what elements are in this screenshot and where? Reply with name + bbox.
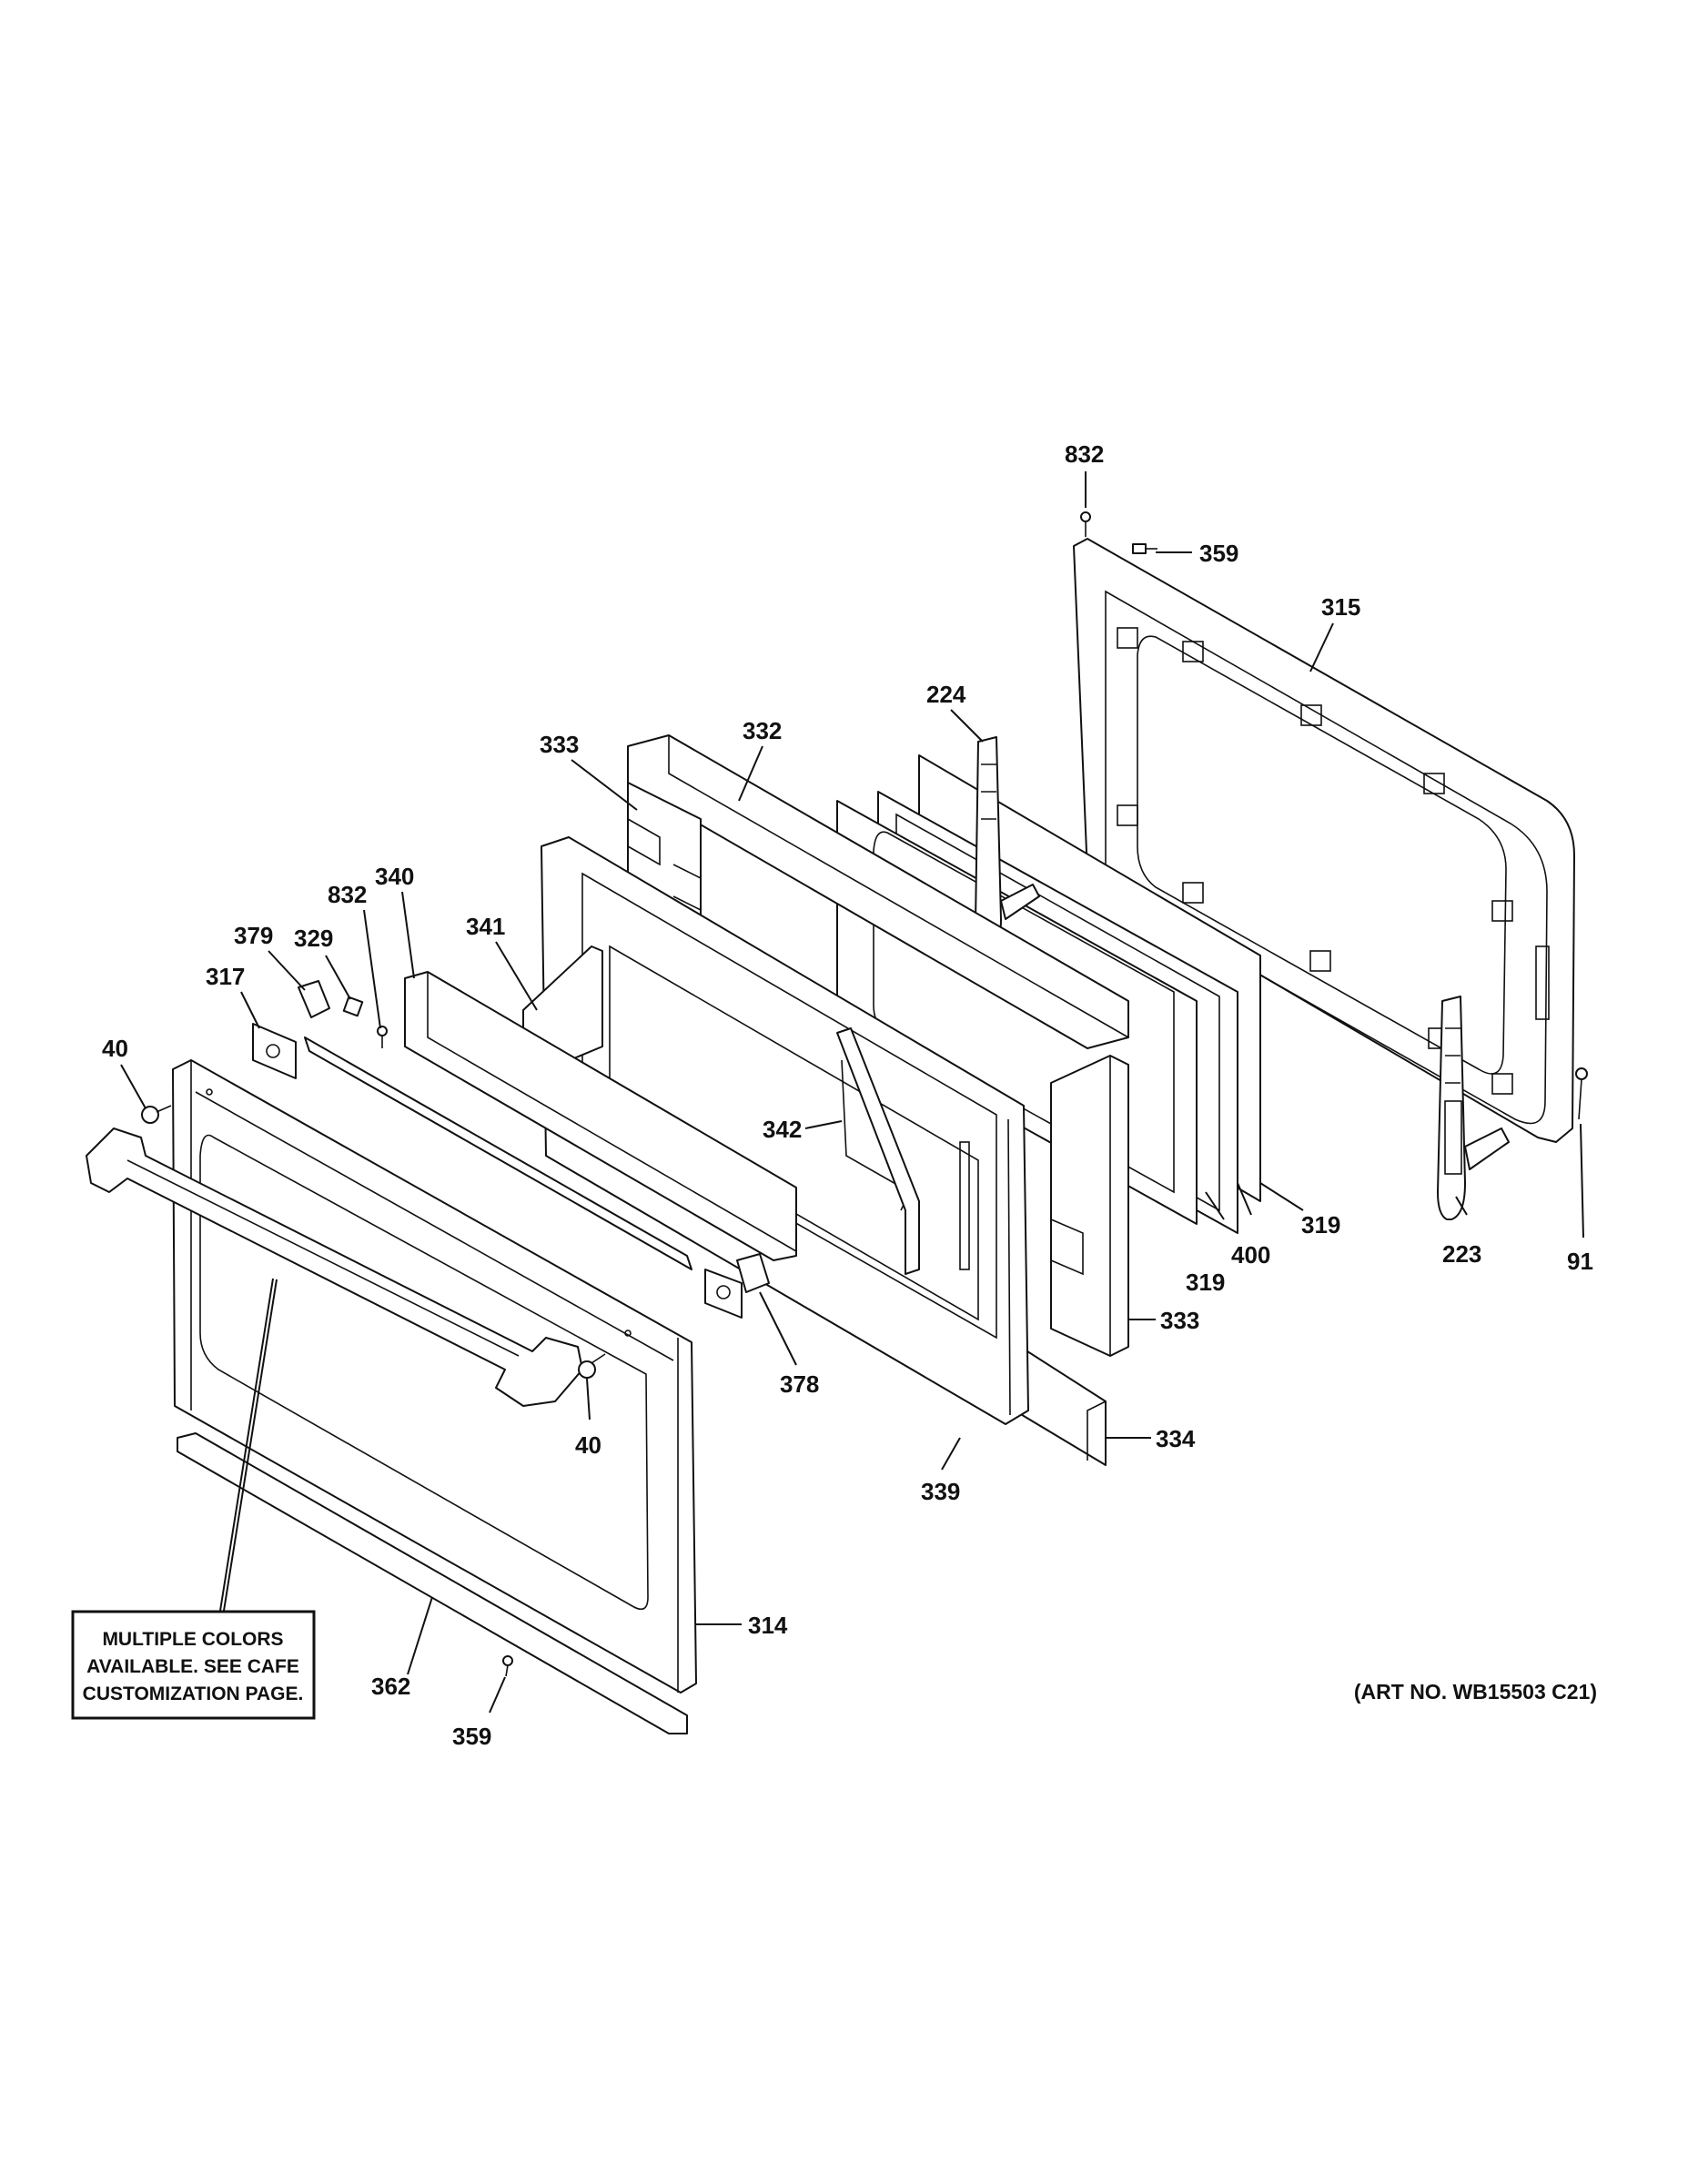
note-line-2: AVAILABLE. SEE CAFE (86, 1656, 299, 1677)
callout-317: 317 (206, 963, 245, 990)
callout-40-right: 40 (575, 1431, 601, 1459)
callout-342: 342 (763, 1116, 802, 1143)
part-378-clip (736, 1253, 770, 1293)
callout-359-top: 359 (1199, 540, 1238, 567)
part-340-vent-plate (404, 971, 797, 1261)
part-40-screw-left (141, 1105, 172, 1124)
color-note-box: MULTIPLE COLORS AVAILABLE. SEE CAFE CUST… (71, 1610, 316, 1720)
callout-315: 315 (1321, 593, 1360, 621)
part-223-hinge-right (1437, 996, 1510, 1220)
callout-333-top: 333 (540, 731, 579, 758)
callout-832-left: 832 (328, 881, 367, 908)
callout-334: 334 (1156, 1425, 1196, 1452)
callout-400: 400 (1231, 1241, 1270, 1269)
part-339-door-liner (541, 836, 1029, 1425)
callout-341: 341 (466, 913, 505, 940)
callout-329: 329 (294, 925, 333, 952)
part-329-clip (342, 996, 364, 1017)
note-line-3: CUSTOMIZATION PAGE. (83, 1684, 304, 1704)
part-vent-trim-right (704, 1269, 743, 1319)
part-315-inner-door-frame (1073, 538, 1575, 1143)
note-line-1: MULTIPLE COLORS (102, 1629, 283, 1650)
callout-314: 314 (748, 1612, 788, 1639)
part-832-screw-top (1080, 511, 1091, 537)
part-379-clip (298, 980, 330, 1018)
callout-labels: 832 359 315 224 333 332 340 832 341 379 … (102, 440, 1593, 1750)
callout-223: 223 (1442, 1240, 1481, 1268)
callout-832-top: 832 (1065, 440, 1104, 468)
part-333-insulation-right (1050, 1055, 1129, 1357)
part-40-screw-right (578, 1353, 606, 1379)
callout-333-right: 333 (1160, 1307, 1199, 1334)
part-342-bracket (836, 1027, 920, 1275)
callout-224: 224 (926, 681, 966, 708)
callout-339: 339 (921, 1478, 960, 1505)
callout-379: 379 (234, 922, 273, 949)
part-362-bottom-trim (177, 1432, 688, 1734)
art-number: (ART NO. WB15503 C21) (1354, 1680, 1597, 1704)
part-door-handle (86, 1127, 583, 1407)
part-224-hinge-left (975, 736, 1040, 952)
callout-340: 340 (375, 863, 414, 890)
leader-lines (120, 471, 1584, 1714)
part-vent-strip (304, 1036, 692, 1270)
callout-359-bottom: 359 (452, 1723, 491, 1750)
part-359-screw-bottom (502, 1655, 513, 1677)
callout-319-front: 319 (1186, 1269, 1225, 1296)
part-359-screw-top (1132, 543, 1157, 554)
part-317-vent-trim-left (252, 1023, 297, 1079)
callout-91: 91 (1567, 1248, 1593, 1275)
callout-40-left: 40 (102, 1035, 128, 1062)
callout-378: 378 (780, 1370, 819, 1398)
callout-332: 332 (743, 717, 782, 744)
part-832-screw-left (377, 1026, 388, 1048)
callout-319-rear: 319 (1301, 1211, 1340, 1239)
part-314-outer-door (172, 1059, 697, 1694)
part-91-screw (1575, 1067, 1588, 1120)
callout-362: 362 (371, 1673, 410, 1700)
